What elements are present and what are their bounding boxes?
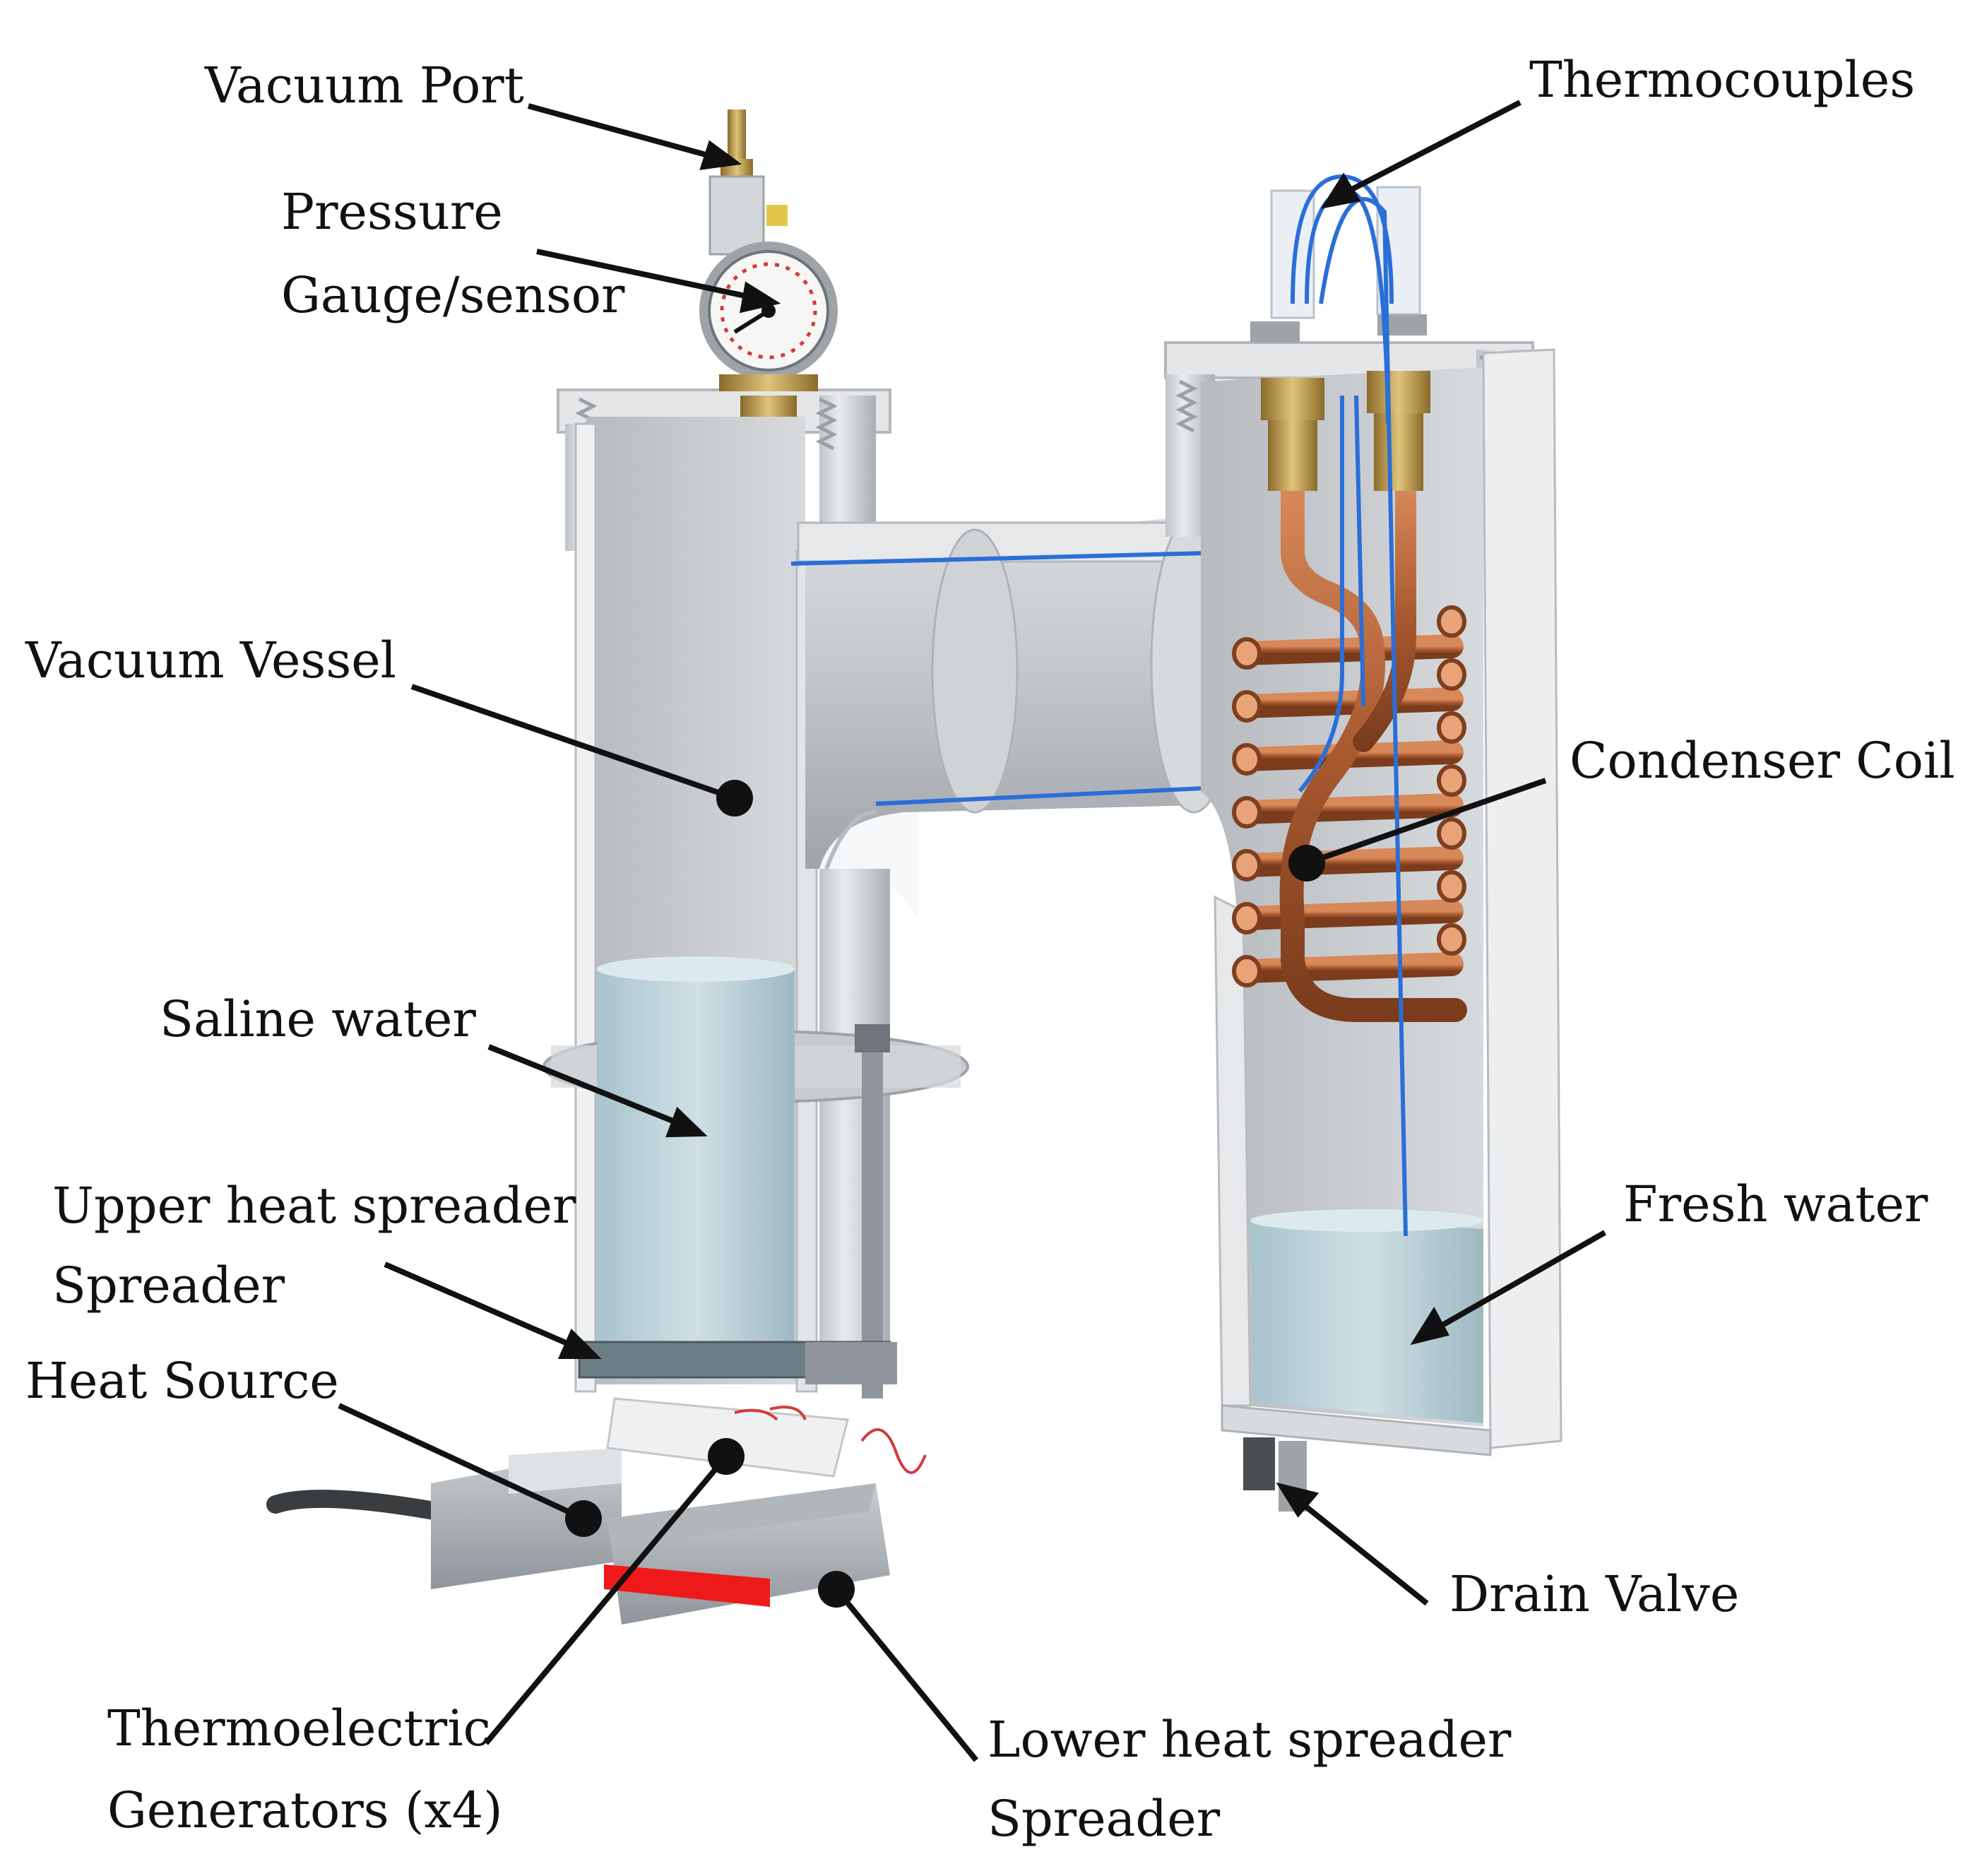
label-thermocouples: Thermocouples	[1529, 51, 1916, 109]
pressure-gauge	[699, 242, 838, 417]
heat-source-assembly	[266, 1397, 927, 1625]
label-pressure: Pressure	[281, 183, 503, 241]
leader-lines	[338, 100, 1606, 1762]
leader-upper-heat-spreader	[384, 1261, 602, 1359]
leader-thermoelectric	[483, 1438, 745, 1745]
label-upper-spreader: Spreader	[52, 1257, 285, 1314]
label-upper-heat-spreader: Upper heat spreader	[52, 1177, 576, 1235]
leader-vacuum-port	[527, 103, 742, 170]
label-gauge-sensor: Gauge/sensor	[281, 266, 625, 324]
label-condenser-coil: Condenser Coil	[1570, 732, 1955, 790]
label-lower-heat-spreader: Lower heat spreader	[988, 1711, 1512, 1769]
leader-condenser-coil	[1288, 778, 1547, 881]
label-drain-valve: Drain Valve	[1449, 1565, 1740, 1623]
leader-fresh-water	[1410, 1230, 1606, 1346]
label-saline-water: Saline water	[160, 990, 476, 1048]
leader-lower-heat-spreader	[818, 1571, 979, 1762]
vacuum-port	[708, 109, 788, 256]
condenser-vessel	[1164, 341, 1562, 1512]
leader-vacuum-vessel	[410, 684, 753, 817]
label-heat-source: Heat Source	[25, 1352, 339, 1410]
leader-saline-water	[487, 1044, 708, 1138]
leader-drain-valve	[1276, 1482, 1429, 1606]
leader-heat-source	[338, 1403, 602, 1537]
label-thermoelectric: Thermoelectric	[107, 1699, 491, 1757]
label-vacuum-port: Vacuum Port	[205, 57, 524, 114]
leader-thermocouples	[1320, 100, 1522, 209]
label-lower-spreader: Spreader	[988, 1790, 1221, 1848]
label-fresh-water: Fresh water	[1623, 1175, 1928, 1233]
condenser-coil	[1232, 475, 1467, 1022]
label-vacuum-vessel: Vacuum Vessel	[25, 631, 397, 689]
label-generators: Generators (x4)	[107, 1781, 503, 1839]
leader-pressure-gauge	[536, 249, 781, 314]
